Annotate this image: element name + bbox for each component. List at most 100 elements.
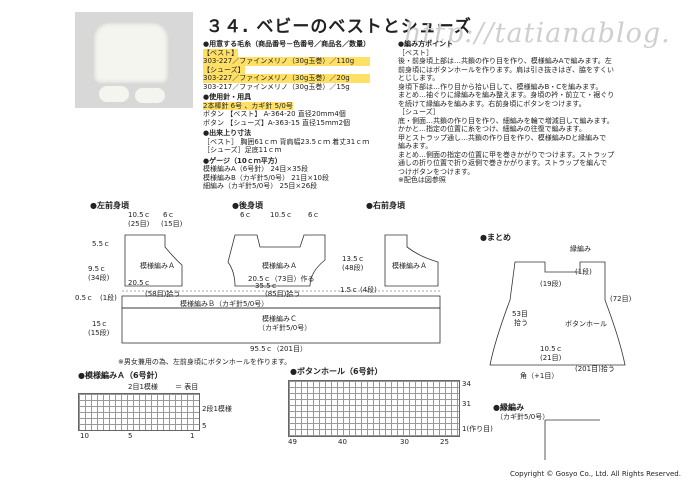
dim-label: (25目) xyxy=(128,220,150,228)
dim-label: 13.5ｃ xyxy=(342,255,365,263)
grid-num: 1(作り目) xyxy=(462,425,493,433)
grid-num: 30 xyxy=(400,438,409,446)
dim-label: (72目) xyxy=(610,295,632,303)
pattern-a-chart xyxy=(78,393,200,431)
points-line: 通しの折り位置で折り返側で巻きかがります。ストラップを編んで xyxy=(398,159,607,167)
pattern-a-repeat: 2目1模様 xyxy=(128,383,158,391)
materials-line: 303-217／ファインメリノ（30g玉巻）／15g xyxy=(203,82,350,91)
dim-label: 10.5ｃ xyxy=(270,211,293,219)
copyright: Copyright © Gosyo Co., Ltd. All Rights R… xyxy=(510,470,681,478)
lower-body-c xyxy=(121,307,441,344)
points-line: を続けて縁編みを編みます。右前身頃にボタンをつけます。 xyxy=(398,99,586,108)
dim-label: 6ｃ xyxy=(163,211,175,219)
grid-num: 40 xyxy=(338,438,347,446)
matome-label: ●まとめ xyxy=(480,233,511,242)
dim-label: (48段) xyxy=(342,264,364,272)
grid-num: 49 xyxy=(288,438,297,446)
dim-label: (1段) xyxy=(575,268,592,276)
left-front-label: ●左前身頃 xyxy=(90,201,129,210)
points-heading: ●編み方ポイント xyxy=(398,40,454,48)
pattern-a-legend: ＝ 表目 xyxy=(175,383,199,391)
gauge-line: 細編み（カギ針5/0号） 25目×26段 xyxy=(203,182,318,190)
dim-label: (19段) xyxy=(540,280,562,288)
tools-line: ボタン 【ベスト】 A-364-20 直径20mm4個 xyxy=(203,110,346,118)
gauge-line: 模様編みB（カギ針5/0号） 21目×10段 xyxy=(203,173,329,182)
edging-label: ●縁編み xyxy=(493,403,524,412)
back-outline xyxy=(227,234,326,287)
dim-label: ボタンホール xyxy=(565,320,607,328)
points-line: かかと…指定の位置に糸をつけ、細編みの往復で編みます。 xyxy=(398,125,586,133)
points-line: 前身頃にはボタンホールを作ります。肩は引き抜きはぎ、脇をすくい xyxy=(398,65,614,74)
points-line: 編みます。 xyxy=(398,142,433,150)
grid-num: 10 xyxy=(80,432,89,440)
dim-label: 35.5ｃ xyxy=(255,282,278,290)
product-photo xyxy=(75,12,193,108)
points-line: 甲とストラップ通し…共鎖の作り目を作り、模様編みDと縁編みで xyxy=(398,133,607,142)
pattern-a-side: 2段1模様 xyxy=(202,405,232,413)
points-line: 身頃下部は…作り目から拾い目して、模様編みB・Cを編みます。 xyxy=(398,82,603,91)
buttonhole-label: ●ボタンホール（6号針） xyxy=(290,367,383,376)
back-body-label: 模様編みＡ xyxy=(262,262,297,270)
pattern-a-label: ●模様編みＡ（6号針） xyxy=(78,371,163,380)
dim-label: 角（+1目） xyxy=(520,372,559,380)
dim-label: 6ｃ xyxy=(240,211,252,219)
left-body-label: 模様編みＡ xyxy=(140,262,175,270)
dim-label: 縁編み xyxy=(570,245,591,253)
points-section: ●編み方ポイント ［ベスト］ 後・前身頃上部は…共鎖の作り目を作り、模様編みAで… xyxy=(398,40,614,185)
shoe-photo xyxy=(99,86,129,102)
watermark: http://tatianablog. xyxy=(404,18,671,49)
dim-label: (85目)拾う xyxy=(265,290,301,298)
gauge-line: 模様編みA（6号針） 24目×35段 xyxy=(203,165,309,173)
grid-num: 25 xyxy=(440,438,449,446)
points-line: とじします。 xyxy=(398,74,440,82)
left-front-outline xyxy=(124,234,183,287)
dim-label: 15ｃ xyxy=(92,320,108,328)
edging-sample xyxy=(544,419,600,460)
dim-label: 拾う xyxy=(514,319,528,327)
dim-label: (201目)拾う xyxy=(575,365,615,373)
tools-heading: ●使用針・用具 xyxy=(203,93,252,101)
lower-b-label: 模様編みＢ（カギ針5/0号） xyxy=(180,300,269,308)
size-line: ［ベスト］ 胸囲61ｃｍ 背肩幅23.5ｃｍ 着丈31ｃｍ xyxy=(203,137,370,146)
gender-note: ※男女兼用の為、左前身頃にボタンホールを作ります。 xyxy=(118,358,292,366)
points-line: まとめ…側面の指定の位置に甲を巻きかがりでつけます。ストラップ xyxy=(398,150,615,159)
materials-line: 【シューズ】 xyxy=(203,65,245,74)
materials-subheading: 【ベスト】 xyxy=(203,48,239,57)
points-line: つけボタンをつけます。 xyxy=(398,167,475,176)
grid-num: 31 xyxy=(462,400,471,408)
back-label: ●後身頃 xyxy=(232,201,263,210)
size-heading: ●出来上り寸法 xyxy=(203,129,252,137)
points-line: 後・前身頃上部は…共鎖の作り目を作り、模様編みAで編みます。左 xyxy=(398,57,612,65)
shoe-photo xyxy=(135,88,165,103)
points-line: ［ベスト］ xyxy=(398,48,434,57)
dim-label: (15目) xyxy=(161,220,183,228)
bottom-width-label: 95.5ｃ（201目） xyxy=(250,345,307,353)
dim-label: (15段) xyxy=(88,329,110,337)
points-line: まとめ…袖ぐりに縁編みを編み整えます。身頃の衿・前立て・裾ぐり xyxy=(398,91,615,99)
grid-num: 1 xyxy=(190,432,195,440)
dim-label: 1.5ｃ xyxy=(340,286,359,294)
materials-line: 303-227／ファインメリノ（30g玉巻）／20g xyxy=(203,74,371,83)
dim-label: (1段) xyxy=(100,294,117,302)
materials-heading: ●用意する毛糸（商品番号－色番号／商品名／数量） xyxy=(203,40,371,48)
points-line: ※配色は図参照 xyxy=(398,176,446,184)
size-line: ［シューズ］足底11ｃｍ xyxy=(203,146,282,154)
materials-section: ●用意する毛糸（商品番号－色番号／商品名／数量） 【ベスト】 303-227／フ… xyxy=(203,40,371,191)
buttonhole-chart xyxy=(288,380,460,437)
dim-label: 10.5ｃ xyxy=(128,211,151,219)
dim-label: 53目 xyxy=(512,310,528,318)
dim-label: 9.5ｃ xyxy=(88,265,107,273)
matome-vest xyxy=(489,261,626,366)
gauge-heading: ●ゲージ（10ｃｍ平方） xyxy=(203,156,282,165)
tools-line: 2本棒針 6号 、カギ針 5/0号 xyxy=(203,101,293,110)
dim-label: 0.5ｃ xyxy=(75,294,94,302)
dim-label: 5.5ｃ xyxy=(92,240,111,248)
dim-label: (4段) xyxy=(360,286,377,294)
edging-sub: （カギ針5/0号） xyxy=(496,413,550,421)
grid-num: 5 xyxy=(128,432,133,440)
lower-c-sub: （カギ針5/0号） xyxy=(258,324,312,332)
dim-label: 10.5ｃ xyxy=(540,345,563,353)
dim-label: (58目)拾う xyxy=(145,290,181,298)
tools-line: ボタン 【シューズ】A-363-15 直径15mm2個 xyxy=(203,118,351,127)
